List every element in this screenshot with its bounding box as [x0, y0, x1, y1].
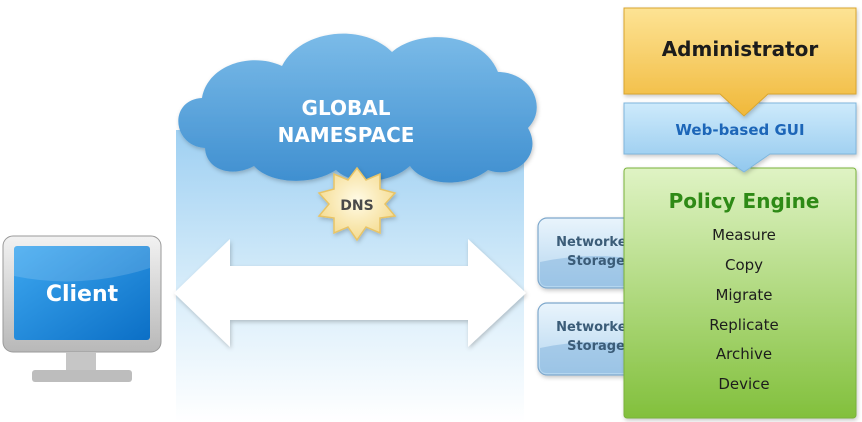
- administrator-box: Administrator: [623, 7, 857, 117]
- storage-1-line2: Storage: [567, 254, 625, 269]
- policy-item: Device: [718, 375, 769, 393]
- client-computer: Client: [2, 235, 162, 382]
- policy-engine-panel: Policy Engine Measure Copy Migrate Repli…: [623, 167, 857, 419]
- storage-1-line1: Networked: [556, 235, 636, 250]
- policy-item: Copy: [725, 256, 763, 274]
- web-gui-label: Web-based GUI: [675, 121, 804, 139]
- storage-2-line2: Storage: [567, 339, 625, 354]
- policy-item: Measure: [712, 226, 776, 244]
- monitor-stand: [32, 370, 132, 382]
- policy-item: Archive: [716, 345, 772, 363]
- cloud-title-line2: NAMESPACE: [278, 123, 415, 147]
- monitor-screen: [14, 246, 150, 340]
- dns-starburst-icon: [317, 166, 397, 242]
- cloud-title-line1: GLOBAL: [302, 96, 391, 120]
- monitor-neck: [66, 352, 96, 372]
- policy-item: Replicate: [709, 316, 778, 334]
- web-gui-band: Web-based GUI: [623, 102, 857, 173]
- dns-badge: DNS: [317, 166, 397, 242]
- policy-item-list: Measure Copy Migrate Replicate Archive D…: [709, 226, 778, 393]
- storage-2-line1: Networked: [556, 320, 636, 335]
- global-namespace-cloud: GLOBAL NAMESPACE: [178, 33, 537, 183]
- client-label: Client: [46, 282, 119, 307]
- administrator-label: Administrator: [662, 37, 819, 61]
- policy-item: Migrate: [715, 286, 772, 304]
- dns-label: DNS: [340, 198, 373, 214]
- double-arrow-icon: [174, 239, 526, 347]
- policy-engine-title: Policy Engine: [669, 189, 820, 213]
